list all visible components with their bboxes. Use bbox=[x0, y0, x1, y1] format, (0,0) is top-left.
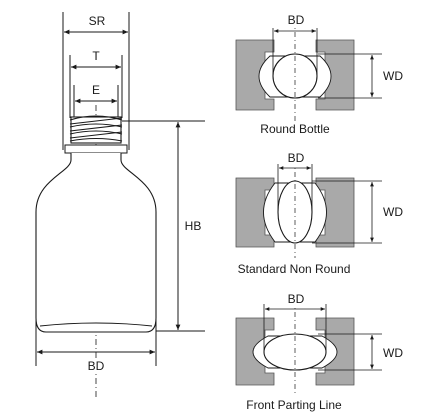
mold-left bbox=[235, 39, 275, 111]
bd-label: BD bbox=[288, 292, 305, 306]
neck-threads bbox=[69, 115, 123, 144]
neck-collar bbox=[64, 144, 128, 154]
wd-label: WD bbox=[383, 346, 403, 360]
bd-label: BD bbox=[288, 151, 305, 165]
wd-label: WD bbox=[383, 69, 403, 83]
section-caption: Front Parting Line bbox=[246, 398, 342, 412]
mold-right bbox=[315, 177, 355, 248]
bd-label: BD bbox=[288, 13, 305, 27]
section-front-parting-line: BD WD Front Parting Line bbox=[235, 291, 403, 412]
wd-label: WD bbox=[383, 205, 403, 219]
bottle-base bbox=[39, 322, 153, 327]
section-round-bottle: BD WD Round Bottle bbox=[235, 12, 403, 136]
bottle-side-view bbox=[35, 12, 205, 400]
section-standard-non-round: BD WD Standard Non Round bbox=[235, 150, 403, 276]
t-label: T bbox=[92, 49, 100, 63]
mold-left bbox=[235, 177, 275, 248]
section-caption: Round Bottle bbox=[260, 122, 330, 136]
hb-label: HB bbox=[185, 219, 202, 233]
mold-right bbox=[315, 39, 355, 111]
e-label: E bbox=[92, 83, 100, 97]
sr-label: SR bbox=[89, 14, 106, 28]
bottle-labels: SR T E HB BD bbox=[84, 13, 204, 373]
section-caption: Standard Non Round bbox=[238, 262, 351, 276]
bd-label: BD bbox=[88, 359, 105, 373]
bottle-body bbox=[35, 153, 157, 333]
